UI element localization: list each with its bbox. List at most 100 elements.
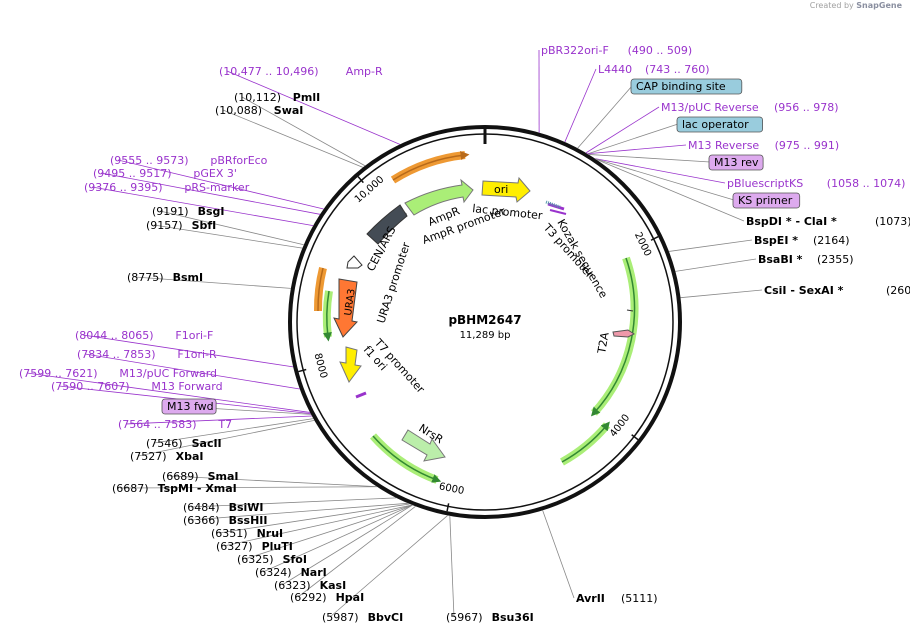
- leader-xbai: [137, 420, 315, 457]
- leader-sacii: [153, 418, 314, 444]
- label-m13-fwd[interactable]: M13 fwd: [161, 398, 217, 415]
- leader-bspdi-clai: [595, 158, 745, 222]
- leader-t7: [125, 415, 312, 425]
- label-name: M13 Reverse: [688, 139, 759, 152]
- label-name: lac operator: [682, 118, 749, 131]
- label-m13-forward[interactable]: (7590 .. 7607) M13 Forward: [51, 380, 223, 393]
- kozak-label: Kozak sequence: [554, 217, 610, 301]
- label-tspmi-xmai[interactable]: (6687) TspMI - XmaI: [112, 482, 237, 495]
- label-kasi[interactable]: (6323)KasI: [274, 579, 346, 592]
- nrsr-feature[interactable]: NrsR: [401, 422, 446, 462]
- label-nrui[interactable]: (6351)NruI: [211, 527, 283, 540]
- label-bbvci[interactable]: (5987)BbvCI: [322, 611, 403, 624]
- label-smai[interactable]: (6689)SmaI: [162, 470, 239, 483]
- label-sbfi[interactable]: (9157)SbfI: [146, 219, 216, 232]
- label-m13-puc-reverse[interactable]: M13/pUC Reverse(956 .. 978): [661, 101, 839, 114]
- label-name: KS primer: [738, 194, 793, 207]
- label-box: [708, 154, 764, 171]
- label-name: BsaBI *: [758, 253, 803, 266]
- label-sacii[interactable]: (7546) SacII: [146, 437, 222, 450]
- watermark-brand: SnapGene: [856, 1, 902, 10]
- label-m13-rev[interactable]: M13 rev: [708, 154, 764, 171]
- label-range: (7590 .. 7607): [51, 380, 130, 393]
- label-range: (1058 .. 1074): [827, 177, 906, 190]
- label-cap-binding-site[interactable]: CAP binding site: [630, 78, 743, 95]
- nrsr-arrow: [401, 429, 446, 462]
- tick-label: 8000: [312, 352, 329, 379]
- label-bsu36i[interactable]: (5967)Bsu36I: [446, 611, 534, 624]
- label-name: TspMI - XmaI: [158, 482, 237, 495]
- ampr-feature[interactable]: [404, 178, 474, 216]
- tick-label: 6000: [438, 481, 465, 497]
- label-name: L4440: [598, 63, 632, 76]
- label-pmli[interactable]: (10,112)PmlI: [234, 91, 320, 104]
- label-name: M13/pUC Forward: [119, 367, 217, 380]
- ori-feature[interactable]: ori: [481, 176, 531, 203]
- label-m13-reverse[interactable]: M13 Reverse(975 .. 991): [688, 139, 839, 152]
- ura3-promoter-feature[interactable]: [346, 255, 363, 269]
- label-amp-r[interactable]: (10,477 .. 10,496)Amp-R: [219, 65, 383, 78]
- label-range: (6687): [112, 482, 149, 495]
- label-range: (7546): [146, 437, 183, 450]
- label-xbai[interactable]: (7527)XbaI: [130, 450, 203, 463]
- f1-ori-feature[interactable]: [339, 346, 362, 383]
- label-csii-sexai[interactable]: CsiI - SexAI *(2600): [764, 284, 910, 297]
- leader-m13-rev: [588, 154, 711, 163]
- label-ks-primer[interactable]: KS primer: [732, 192, 801, 209]
- label-lac-operator[interactable]: lac operator: [676, 116, 763, 133]
- label-range: (6351): [211, 527, 248, 540]
- label-name: T7: [217, 418, 232, 431]
- label-prs-marker[interactable]: (9376 .. 9395)pRS-marker: [84, 181, 250, 194]
- label-f1ori-f[interactable]: (8044 .. 8065)F1ori-F: [75, 329, 213, 342]
- label-l4440[interactable]: L4440(743 .. 760): [598, 63, 710, 76]
- leader-csii-sexai: [680, 289, 763, 299]
- label-name: SacII: [192, 437, 222, 450]
- label-range: (7599 .. 7621): [19, 367, 98, 380]
- ura3-feature[interactable]: URA3: [333, 278, 358, 338]
- label-nari[interactable]: (6324)NarI: [255, 566, 327, 579]
- label-sfoi[interactable]: (6325)SfoI: [237, 553, 307, 566]
- label-name: CAP binding site: [636, 80, 726, 93]
- label-bsmi[interactable]: (8775)BsmI: [127, 271, 203, 284]
- label-bsabi[interactable]: BsaBI * (2355): [758, 253, 854, 266]
- label-bspdi-clai[interactable]: BspDI * - ClaI *(1073): [746, 215, 910, 228]
- leader-hpai: [297, 506, 416, 598]
- label-bspei[interactable]: BspEI *(2164): [754, 234, 850, 247]
- label-avrii[interactable]: AvrII(5111): [576, 592, 658, 605]
- t2a-feature[interactable]: T2A: [595, 329, 635, 356]
- f1-ori-arrow: [339, 346, 362, 383]
- label-f1ori-r[interactable]: (7834 .. 7853)F1ori-R: [77, 348, 217, 361]
- leader-sbfi: [153, 224, 303, 249]
- label-range: (2355): [817, 253, 854, 266]
- tick-label: 2000: [632, 231, 653, 259]
- label-pbluescriptks[interactable]: pBluescriptKS(1058 .. 1074): [727, 177, 905, 190]
- teal-mark-top: [545, 200, 561, 209]
- label-hpai[interactable]: (6292)HpaI: [290, 591, 364, 604]
- label-name: pBRforEco: [210, 154, 267, 167]
- label-pbr322ori-f[interactable]: pBR322ori-F(490 .. 509): [541, 44, 692, 57]
- label-bsshii[interactable]: (6366)BssHII: [183, 514, 267, 527]
- cen-ars-feature[interactable]: [366, 204, 409, 245]
- label-name: BssHII: [229, 514, 268, 527]
- label-pbrforeco[interactable]: (9555 .. 9573) pBRforEco: [110, 154, 268, 167]
- label-range: (6327): [216, 540, 253, 553]
- label-range: (9555 .. 9573): [110, 154, 189, 167]
- leader-pmli: [241, 96, 366, 167]
- label-pluti[interactable]: (6327)PluTI: [216, 540, 293, 553]
- purple-mark-top2: [549, 209, 567, 215]
- label-t7[interactable]: (7564 .. 7583)T7: [118, 418, 232, 431]
- snapgene-watermark: Created by SnapGene: [810, 1, 902, 10]
- label-name: Bsu36I: [492, 611, 534, 624]
- label-bsgi[interactable]: (9191)BsgI: [152, 205, 225, 218]
- leader-l4440: [564, 68, 597, 143]
- label-name: SwaI: [274, 104, 304, 117]
- tick-mark: [446, 503, 450, 512]
- label-name: BspDI * - ClaI *: [746, 215, 837, 228]
- label-swai[interactable]: (10,088)SwaI: [215, 104, 303, 117]
- label-name: M13 Forward: [151, 380, 222, 393]
- ampr-arrow: [404, 178, 474, 216]
- label-m13-puc-forward[interactable]: (7599 .. 7621) M13/pUC Forward: [19, 367, 217, 380]
- label-bsiwi[interactable]: (6484)BsiWI: [183, 501, 264, 514]
- label-pgex-3[interactable]: (9495 .. 9517)pGEX 3': [93, 167, 237, 180]
- ura3-arrow: [333, 278, 358, 338]
